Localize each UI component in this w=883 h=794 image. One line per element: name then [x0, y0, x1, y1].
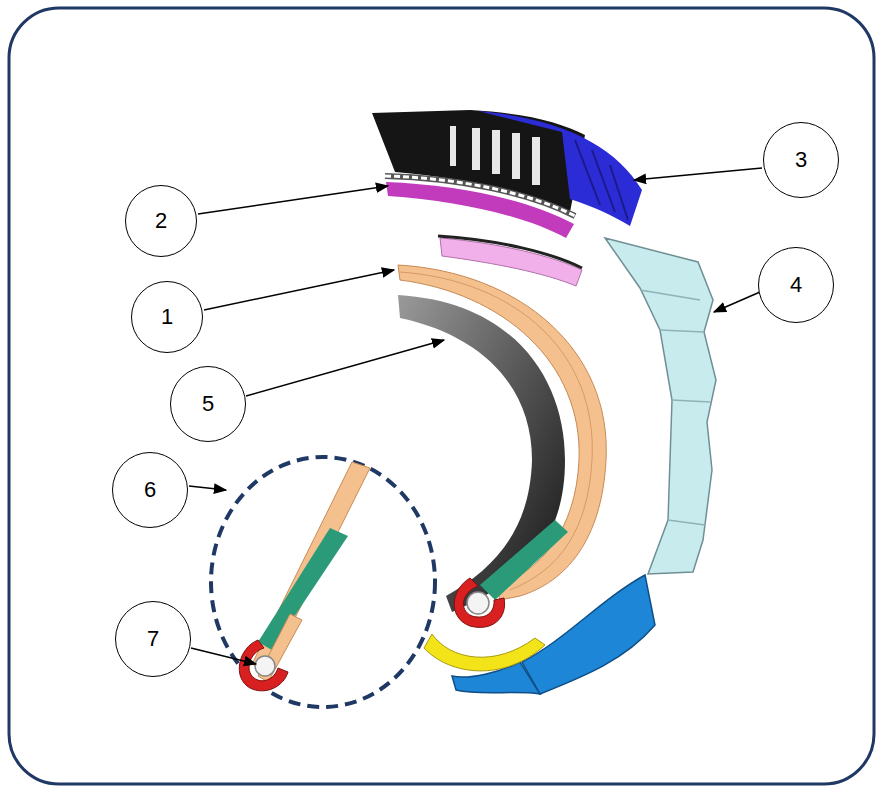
callout-circle: 1 [131, 281, 203, 353]
tread-grooves [450, 126, 540, 185]
sidewall-lines [640, 290, 710, 525]
leader-lines [189, 168, 762, 664]
belt [386, 182, 574, 238]
bead-wrap [454, 578, 504, 627]
apex [480, 520, 568, 600]
callout-number: 1 [161, 306, 173, 328]
inset-bead-wrap [239, 640, 288, 691]
callout-number: 2 [155, 210, 167, 232]
tread-lines [575, 140, 628, 220]
sidewall [605, 238, 716, 574]
callout-number: 6 [144, 479, 156, 501]
frame [9, 8, 874, 784]
callout-circle: 2 [125, 185, 197, 257]
callout-circle: 7 [115, 601, 191, 677]
callout-circle: 6 [112, 452, 188, 528]
callout-number: 3 [795, 149, 807, 171]
callout-number: 7 [147, 628, 159, 650]
inner-liner [398, 295, 565, 612]
inset-apex [258, 528, 348, 650]
zoom-circle [211, 457, 435, 707]
callout-number: 4 [790, 274, 802, 296]
callout-circle: 3 [763, 122, 839, 198]
belt-ply-edge [438, 236, 582, 268]
chafer [522, 575, 655, 694]
callout-circle: 5 [170, 366, 246, 442]
callout-number: 5 [202, 393, 214, 415]
bead-wire [467, 592, 489, 614]
bead-filler [424, 634, 545, 671]
callout-circle: 4 [758, 247, 834, 323]
inset-carcass-ply [252, 462, 370, 672]
inset-bead-wire [255, 656, 275, 676]
